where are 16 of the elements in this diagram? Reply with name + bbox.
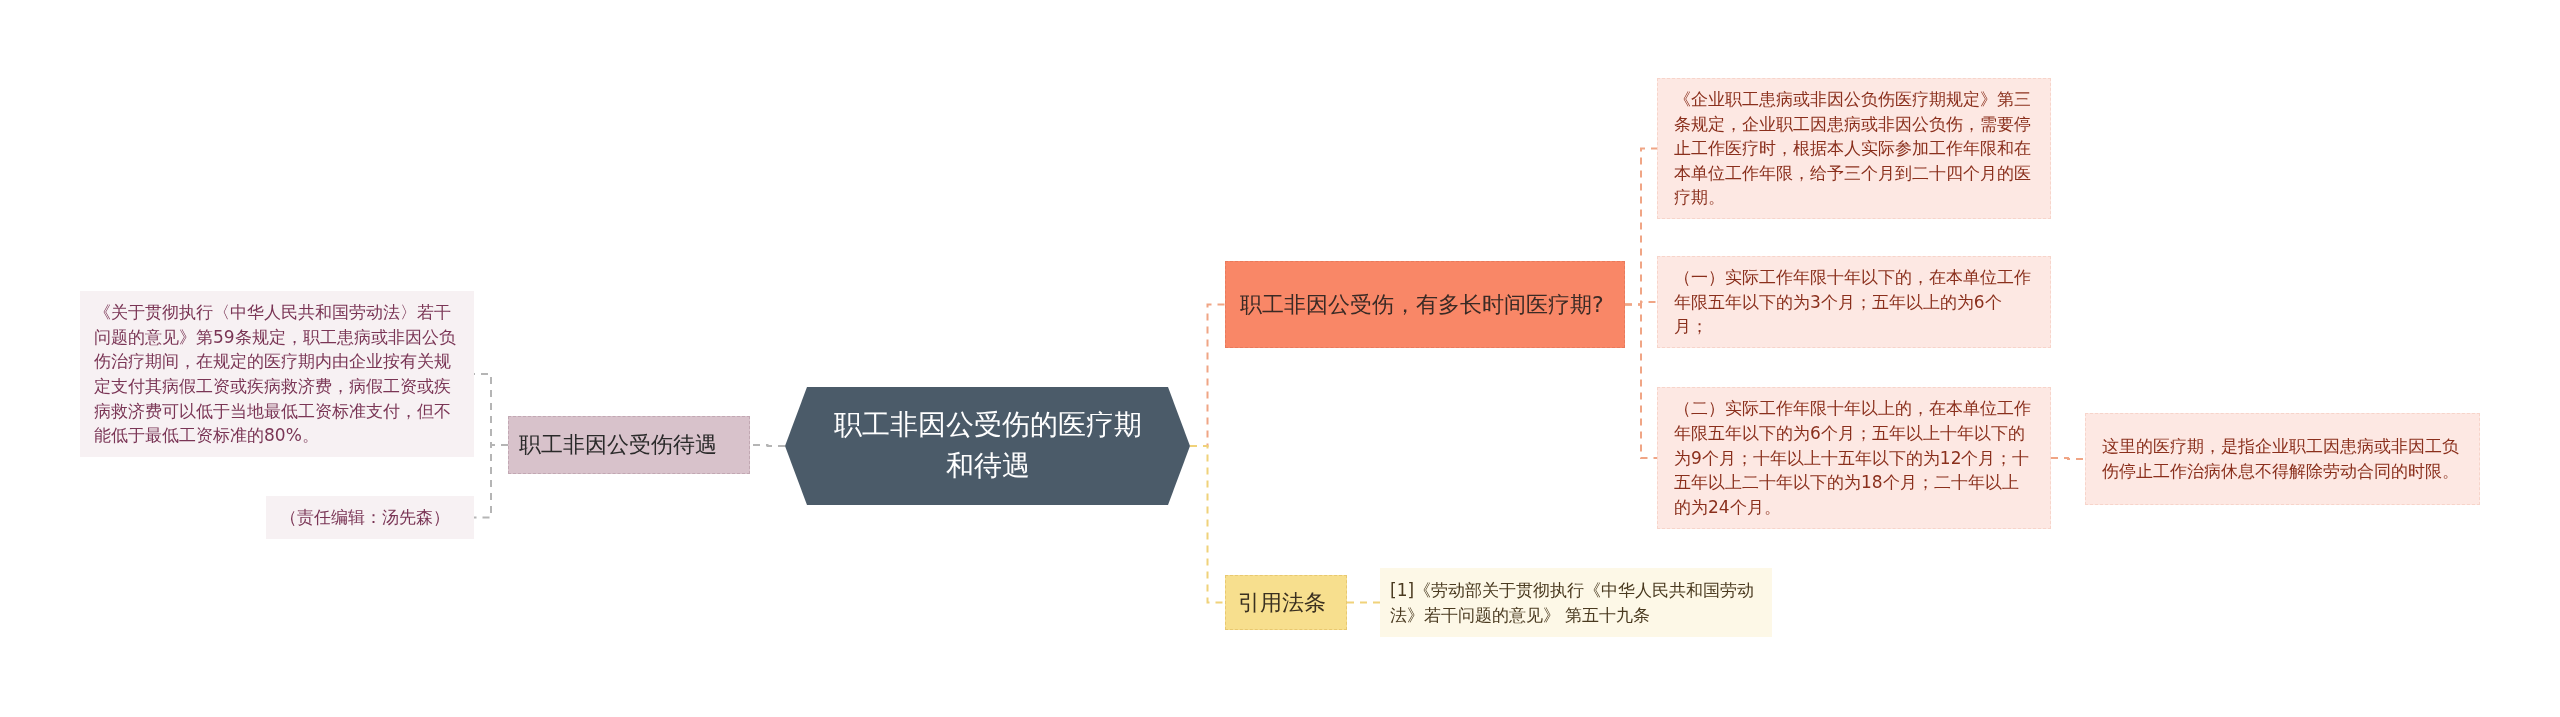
text-box: 这里的医疗期，是指企业职工因患病或非因工负伤停止工作治病休息不得解除劳动合同的时限。 xyxy=(2085,413,2480,505)
connector-line xyxy=(473,444,509,519)
connector-line xyxy=(2050,457,2086,460)
connector-line xyxy=(1346,601,1381,604)
topic-box: 职工非因公受伤待遇 xyxy=(508,416,750,474)
topic-hexagon: 职工非因公受伤的医疗期和待遇 xyxy=(785,387,1190,505)
text-box: 《关于贯彻执行〈中华人民共和国劳动法〉若干问题的意见》第59条规定，职工患病或非因公负伤治疗期间，在规定的医疗期内由企业按有关规定支付其病假工资或疾病救济费，病假工资或疾病救济费可以低于当地最低工资标准支付，但不能低于最低工资标准的80%。 xyxy=(80,291,474,457)
topic-box: 引用法条 xyxy=(1225,575,1347,630)
connector-line xyxy=(1189,445,1226,604)
text-box: 《企业职工患病或非因公负伤医疗期规定》第三条规定，企业职工因患病或非因公负伤，需要停止工作医疗时，根据本人实际参加工作年限和在本单位工作年限，给予三个月到二十四个月的医疗期。 xyxy=(1657,78,2051,219)
text-box: [1]《劳动部关于贯彻执行《中华人民共和国劳动法》若干问题的意见》 第五十九条 xyxy=(1380,568,1772,637)
text-box: （责任编辑：汤先森） xyxy=(266,496,474,539)
connector-line xyxy=(1624,303,1658,459)
text-box: （二）实际工作年限十年以上的，在本单位工作年限五年以下的为6个月；五年以上十年以下的为9个月；十年以上十五年以下的为12个月；十五年以上二十年以下的为18个月；二十年以上的为24个月。 xyxy=(1657,387,2051,529)
text-box: （一）实际工作年限十年以下的，在本单位工作年限五年以下的为3个月；五年以上的为6个月； xyxy=(1657,256,2051,348)
topic-box: 职工非因公受伤，有多长时间医疗期? xyxy=(1225,261,1625,348)
